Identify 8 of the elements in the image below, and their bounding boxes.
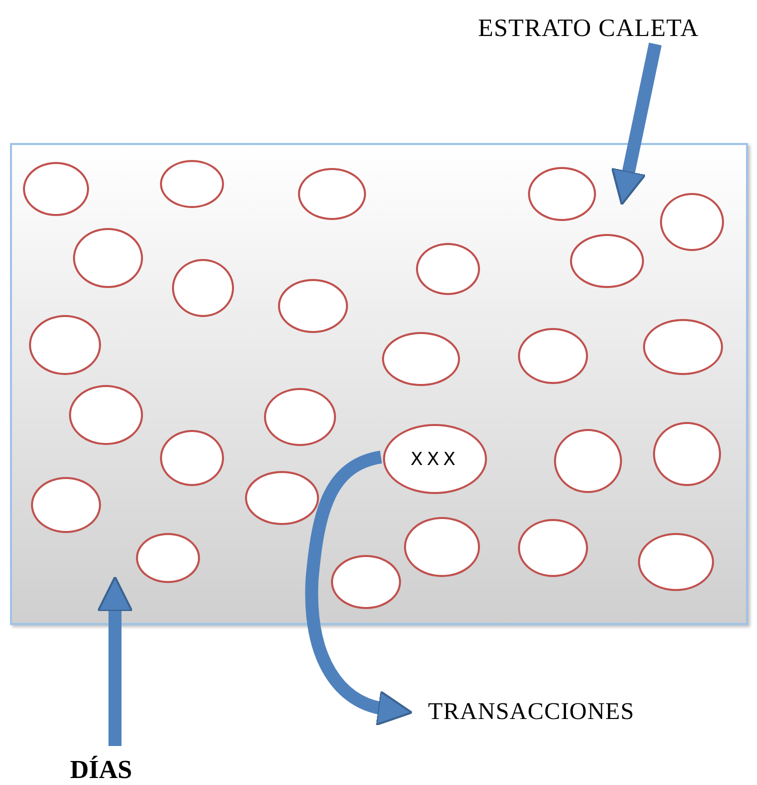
text-label: ESTRATO CALETA <box>478 10 699 48</box>
ellipse <box>245 471 319 525</box>
text-label: DÍAS <box>70 750 132 785</box>
block-arrow <box>611 42 662 206</box>
stratum-rectangle <box>10 143 748 625</box>
text-label: TRANSACCIONES <box>428 694 634 730</box>
block-arrow <box>97 576 133 746</box>
ellipse-label: XXX <box>410 448 460 472</box>
